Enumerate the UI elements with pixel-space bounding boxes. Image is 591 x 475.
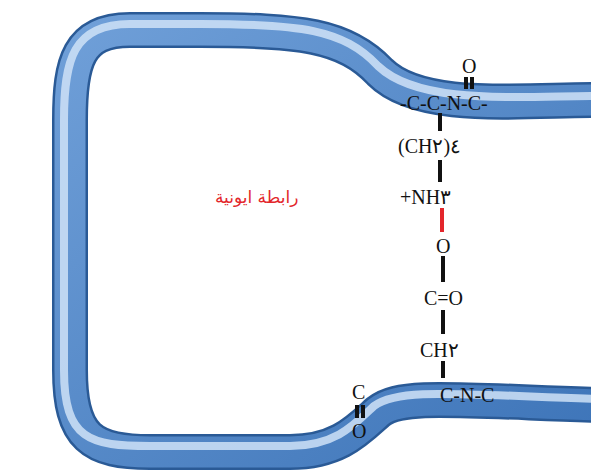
chemical-label: O [352,421,366,441]
double-bond [464,77,468,89]
double-bond [470,77,474,89]
chemical-label: O [462,56,476,76]
bond-lines [357,77,472,418]
chemical-label: O [436,236,450,256]
chemical-label: -C-C-N-C- [400,93,488,113]
chemical-label: C=O [424,288,463,308]
polypeptide-tube [64,24,591,452]
tube-highlight [64,24,591,446]
double-bond [355,405,359,418]
single-bond [441,310,445,334]
chemical-label: CH٢ [420,340,459,360]
chemical-label: (CH٢)٤ [398,136,461,156]
bond-label: رابطة ايونية [215,189,298,206]
double-bond [361,405,365,418]
single-bond [441,361,445,378]
single-bond [441,256,445,282]
chemical-label: +NH٣ [400,187,451,207]
chemical-label: C [352,382,365,402]
chemical-label: C-N-C [440,385,494,405]
single-bond [438,160,442,182]
single-bond [438,113,442,131]
ionic-bond [440,208,444,232]
